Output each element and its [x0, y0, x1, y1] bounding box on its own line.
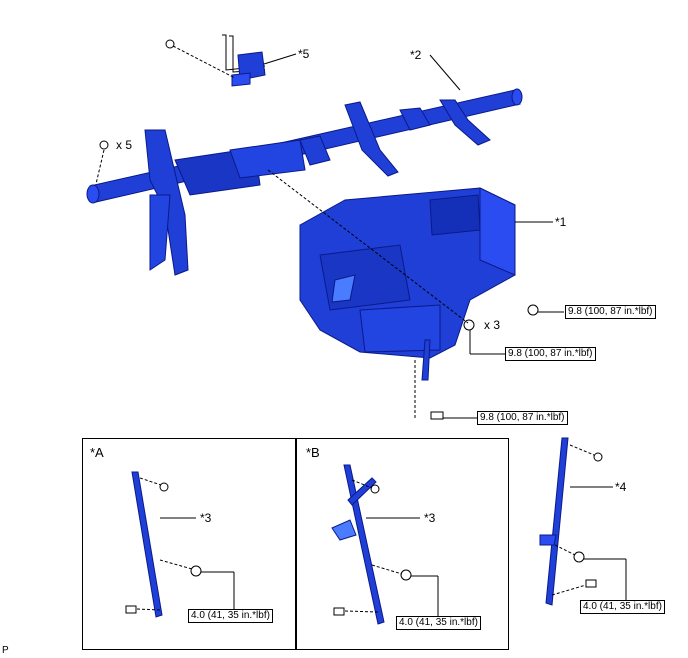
inset-b-part	[331, 464, 439, 625]
inset-a-frame	[82, 438, 297, 650]
torque-drain-bolt: 9.8 (100, 87 in.*lbf)	[477, 411, 568, 425]
right-brace-part	[539, 437, 627, 606]
inset-b-label: *B	[306, 445, 320, 460]
hvac-unit	[299, 187, 516, 381]
corner-mark: P	[2, 645, 9, 656]
leader-lines-main	[95, 45, 564, 419]
callout-steering-support: *2	[410, 48, 422, 62]
callout-brace-b: *3	[424, 511, 436, 525]
quantity-hvac-nuts: x 3	[484, 318, 501, 332]
steering-support-beam	[86, 88, 523, 276]
inset-a-part	[125, 471, 235, 618]
inset-b-frame	[295, 438, 509, 650]
inset-a-label: *A	[90, 445, 104, 460]
torque-brace-right: 4.0 (41, 35 in.*lbf)	[580, 600, 665, 614]
fasteners-main	[99, 39, 539, 420]
torque-inset-b: 4.0 (41, 35 in.*lbf)	[396, 616, 481, 630]
callout-brace-right: *4	[615, 480, 627, 494]
torque-inset-a: 4.0 (41, 35 in.*lbf)	[188, 609, 273, 623]
torque-nuts-x3: 9.8 (100, 87 in.*lbf)	[505, 347, 596, 361]
quantity-support-bolts: x 5	[116, 138, 133, 152]
connector-bracket	[222, 34, 266, 87]
callout-connector-bracket: *5	[298, 47, 310, 61]
torque-nut-right: 9.8 (100, 87 in.*lbf)	[565, 305, 656, 319]
callout-hvac-unit: *1	[555, 215, 567, 229]
callout-brace-a: *3	[200, 511, 212, 525]
